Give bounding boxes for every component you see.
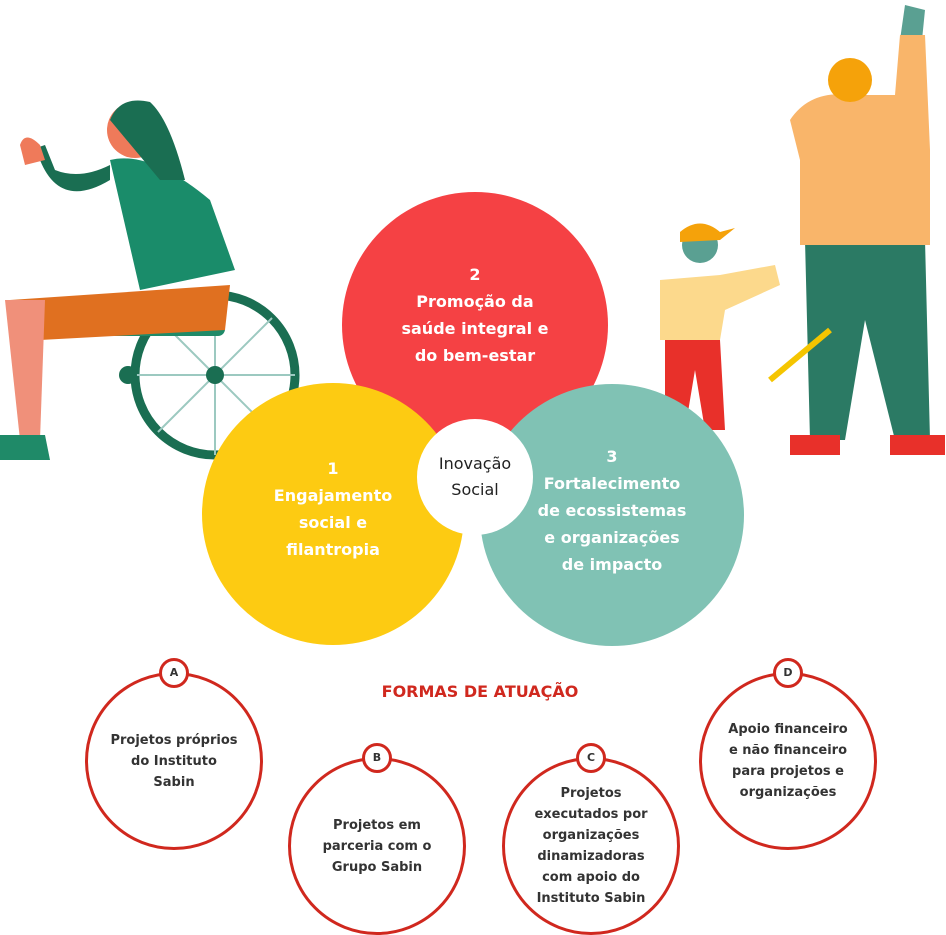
forma-a-text: Projetos próprios do Instituto Sabin [110, 732, 238, 790]
pillar-1-line: social e [298, 513, 368, 532]
pillar-1-circle: 1 Engajamento social e filantropia [202, 383, 464, 645]
forma-d-letter: D [773, 658, 803, 688]
pillar-3-line: de ecossistemas [537, 500, 687, 520]
forma-a-letter: A [159, 658, 189, 688]
center-circle: Inovação Social [417, 419, 533, 535]
center-label-line1: Inovação [438, 454, 512, 473]
forma-c-text: Projetos executados por organizações din… [534, 786, 648, 906]
pillar-2-line: Promoção da [416, 292, 534, 311]
forma-c-circle: C Projetos executados por organizações d… [502, 743, 680, 935]
center-label-line2: Social [451, 480, 499, 499]
forma-c-letter: C [576, 743, 606, 773]
pillar-3-line: e organizações [544, 527, 680, 547]
pillar-2-line: saúde integral e [401, 319, 549, 338]
adult-child-illustration [660, 5, 945, 455]
forma-b-circle: B Projetos em parceria com o Grupo Sabin [288, 743, 466, 935]
forma-d-text: Apoio financeiro e não financeiro para p… [728, 722, 848, 800]
forma-b-letter: B [362, 743, 392, 773]
pillar-2-number: 2 [469, 265, 481, 284]
pillar-3-line: de impacto [561, 554, 663, 574]
pillar-3-circle: 3 Fortalecimento de ecossistemas e organ… [480, 384, 744, 646]
pillar-1-line: filantropia [286, 540, 380, 559]
pillar-3-number: 3 [606, 446, 618, 466]
pillar-1-line: Engajamento [273, 486, 393, 505]
pillar-1-number: 1 [327, 459, 339, 478]
forma-b-text: Projetos em parceria com o Grupo Sabin [322, 817, 432, 875]
pillar-2-line: do bem-estar [414, 346, 536, 365]
formas-title: FORMAS DE ATUAÇÃO [381, 682, 579, 701]
pillar-3-line: Fortalecimento [543, 473, 681, 493]
forma-a-circle: A Projetos próprios do Instituto Sabin [85, 658, 263, 850]
forma-d-circle: D Apoio financeiro e não financeiro para… [699, 658, 877, 850]
woman-wheelchair-illustration [0, 100, 300, 460]
